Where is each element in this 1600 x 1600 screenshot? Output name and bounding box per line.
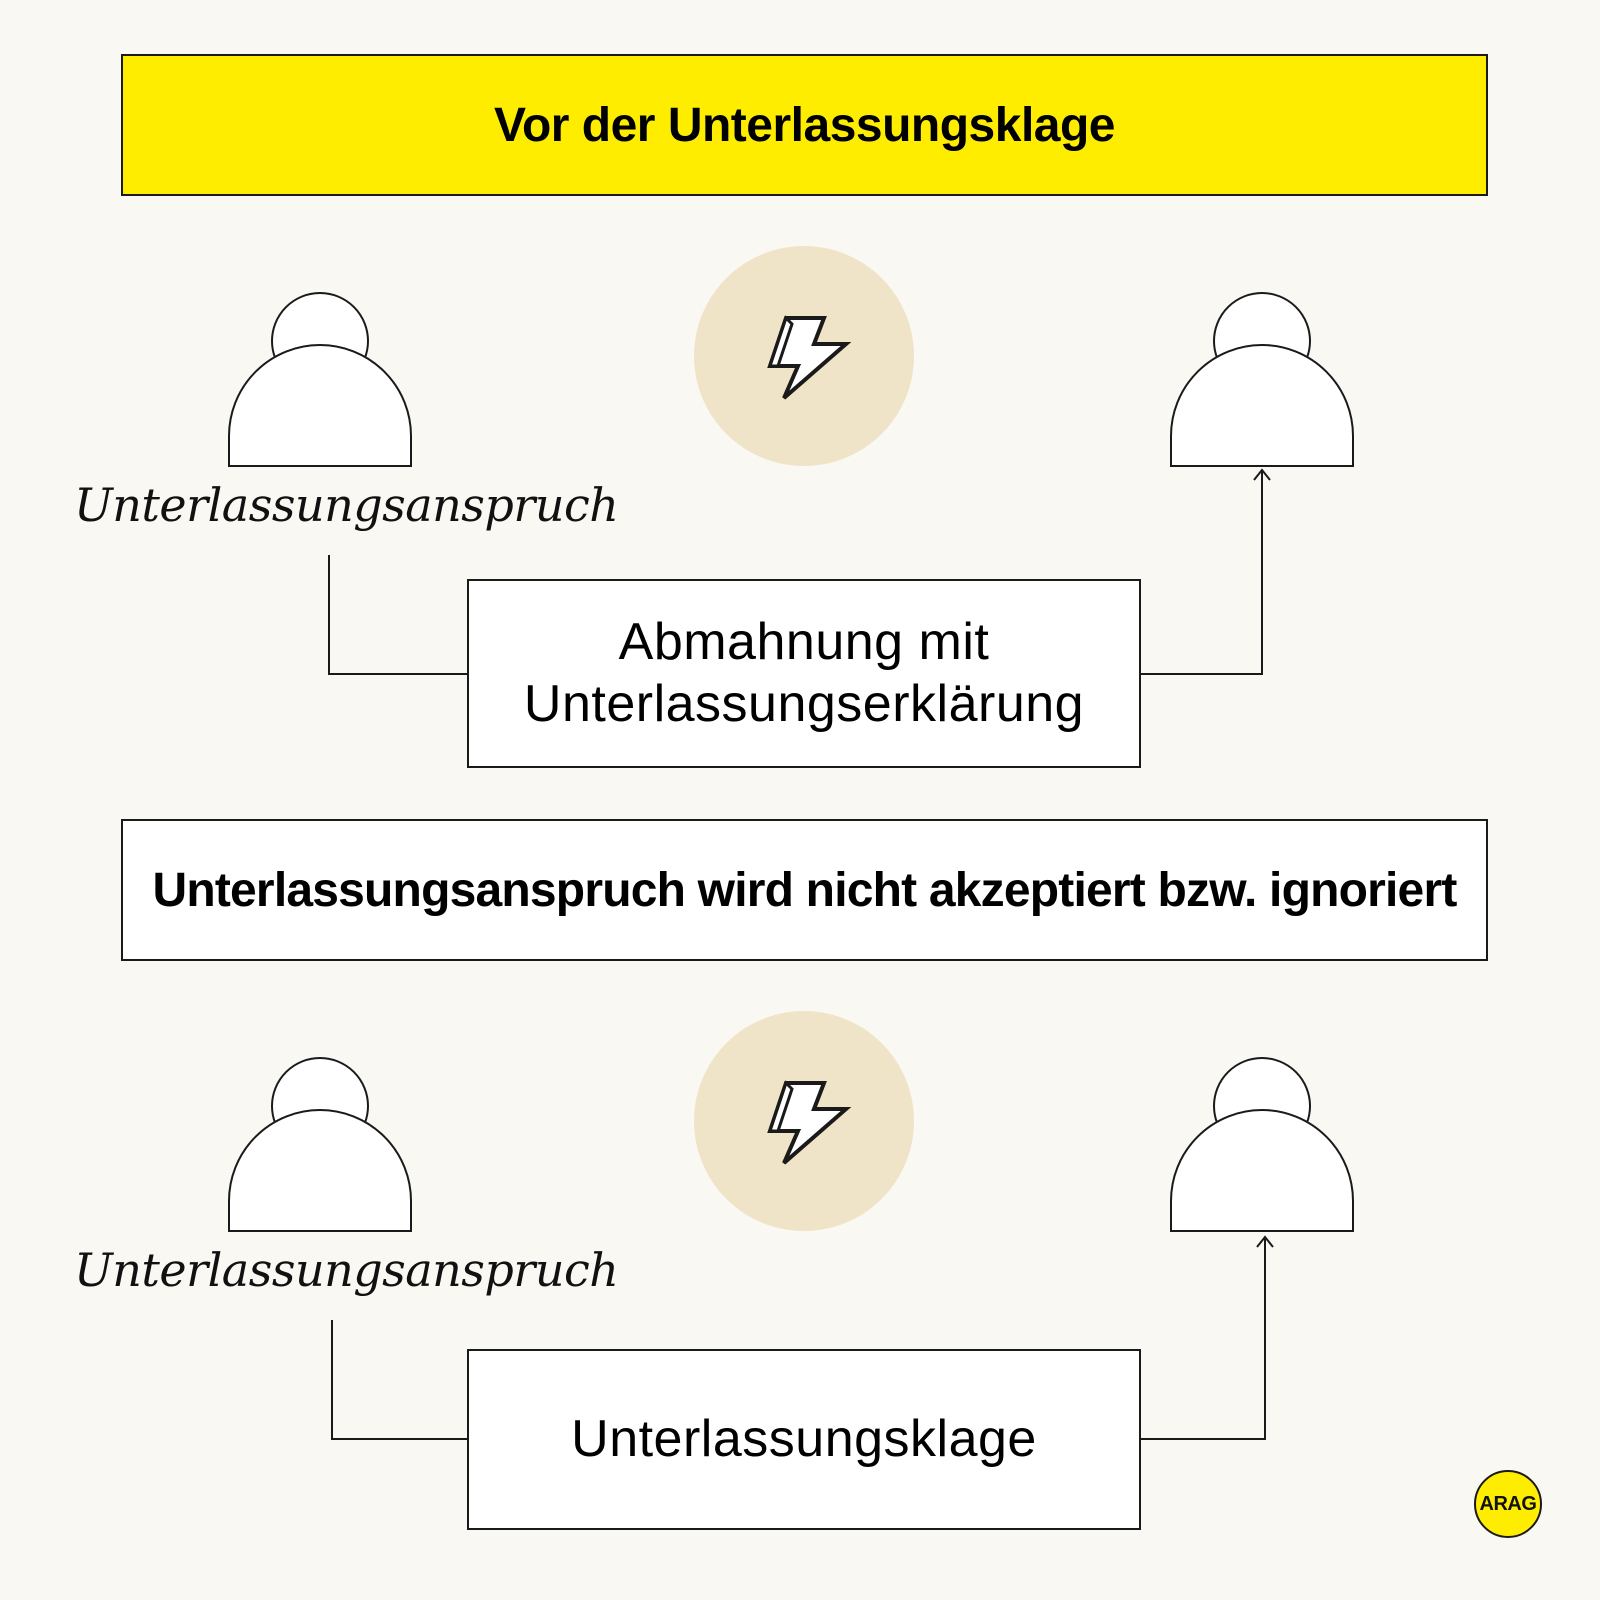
stage1-respondent-person-icon	[1170, 292, 1354, 467]
stage1-step-box: Abmahnung mit Unterlassungserklärung	[467, 579, 1141, 768]
stage2-step-box: Unterlassungsklage	[467, 1349, 1141, 1530]
title-banner: Vor der Unterlassungsklage	[121, 54, 1488, 196]
stage2-connector	[331, 1235, 1274, 1440]
stage1-claimant-person-icon	[228, 292, 412, 467]
stage2-claimant-person-icon	[228, 1057, 412, 1232]
stage2-claim-label: Unterlassungsanspruch	[74, 1243, 619, 1297]
rejection-banner: Unterlassungsanspruch wird nicht akzepti…	[121, 819, 1488, 961]
arag-logo: ARAG	[1474, 1470, 1542, 1538]
stage1-claim-label: Unterlassungsanspruch	[74, 478, 619, 532]
stage1-step-line1: Abmahnung mit	[618, 613, 990, 672]
stage2-respondent-person-icon	[1170, 1057, 1354, 1232]
stage1-step-line2: Unterlassungserklärung	[523, 674, 1085, 733]
stage1-connector	[328, 468, 1271, 675]
